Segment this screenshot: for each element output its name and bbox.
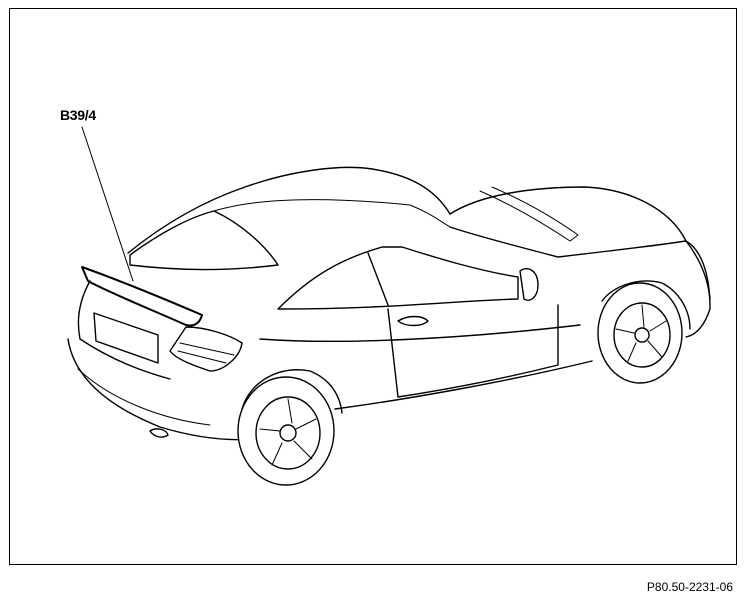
side-sill: [334, 360, 593, 410]
rear-tire: [237, 376, 335, 486]
front-fender-arch: [601, 280, 691, 330]
window-pillar: [367, 252, 389, 306]
callout-label-b39-4: B39/4: [60, 107, 96, 123]
side-body-line: [259, 324, 581, 343]
tail-light-line-2: [177, 350, 227, 364]
door-handle: [397, 315, 429, 327]
rear-bumper: [67, 338, 255, 441]
side-window: [277, 246, 519, 310]
trunk-lid: [77, 280, 171, 380]
roof-panel-line: [213, 199, 451, 228]
roof-outline: [127, 166, 451, 254]
rear-rim: [255, 396, 321, 470]
rear-hub: [279, 424, 297, 442]
front-fender: [557, 240, 711, 300]
side-mirror: [519, 267, 539, 301]
tail-light-line-1: [179, 342, 235, 356]
front-bumper: [685, 240, 711, 338]
front-rim: [613, 302, 671, 368]
windshield-base: [449, 226, 559, 258]
rear-wheel-arch: [241, 369, 343, 414]
car-line-drawing: [67, 126, 711, 486]
callout-leader-line: [81, 126, 134, 282]
exhaust-pipe: [149, 428, 169, 438]
door-outline: [387, 304, 559, 398]
rear-window: [129, 210, 279, 271]
diagram-frame: B39/4: [9, 8, 737, 565]
rear-rim-spokes: [259, 398, 317, 466]
tail-light: [169, 326, 243, 372]
rear-bumper-lower: [77, 368, 211, 426]
front-hub: [634, 327, 650, 343]
license-plate: [93, 312, 159, 364]
figure-code: P80.50-2231-06: [646, 580, 733, 594]
front-rim-spokes: [615, 304, 667, 362]
hood: [449, 186, 687, 242]
rear-spoiler: [81, 266, 203, 327]
hood-vent: [479, 186, 579, 242]
